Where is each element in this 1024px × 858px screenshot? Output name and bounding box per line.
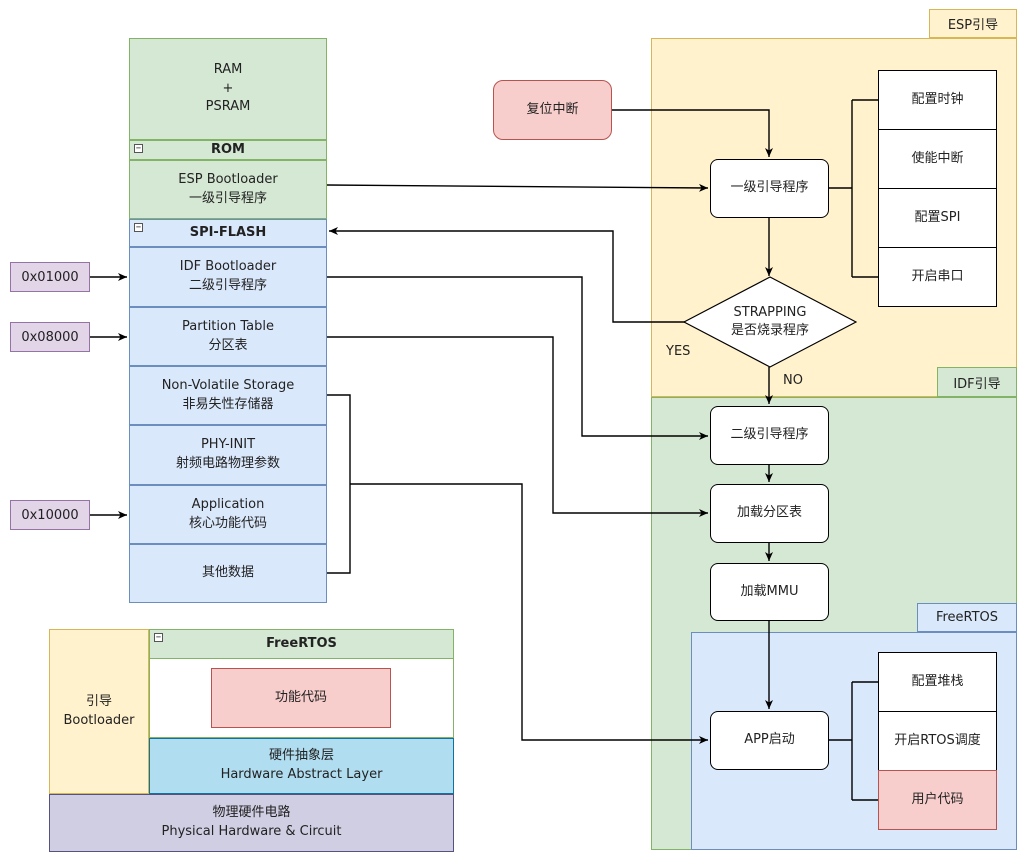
- hal-layer-title: 硬件抽象层: [268, 748, 334, 764]
- load-mmu-node: 加载MMU: [710, 563, 829, 621]
- strapping-diamond: [683, 276, 857, 368]
- address-0x10000: 0x10000: [10, 500, 90, 530]
- phy-init-title: PHY-INIT: [200, 437, 256, 453]
- strapping-text: STRAPPING 是否烧录程序: [703, 294, 837, 350]
- application-title: Application: [191, 496, 265, 512]
- esp-bootloader-subtitle: 一级引导程序: [188, 190, 267, 206]
- idf-boot-label: IDF引导: [937, 367, 1017, 397]
- phy-init-subtitle: 射频电路物理参数: [175, 456, 280, 471]
- nvs-block: Non-Volatile Storage 非易失性存储器: [129, 366, 327, 425]
- enable-int-label: 使能中断: [911, 150, 964, 166]
- load-partition-node: 加载分区表: [710, 484, 829, 543]
- freertos-region-label: FreeRTOS: [917, 603, 1017, 632]
- bracket-app-data: [327, 394, 708, 740]
- app-start-node: APP启动: [710, 711, 829, 770]
- spi-flash-header-label: SPI-FLASH: [189, 224, 267, 240]
- strapping-subtitle: 是否烧录程序: [730, 323, 809, 338]
- start-rtos-label: 开启RTOS调度: [894, 732, 981, 748]
- esp-bootloader-block: ESP Bootloader 一级引导程序: [129, 160, 327, 219]
- user-code-node: 用户代码: [878, 770, 997, 830]
- phy-init-block: PHY-INIT 射频电路物理参数: [129, 425, 327, 485]
- bootloader-layer-title: 引导: [85, 693, 112, 709]
- enable-int-node: 使能中断: [878, 129, 997, 189]
- idf-bootloader-block: IDF Bootloader 二级引导程序: [129, 247, 327, 307]
- bootloader-layer: 引导 Bootloader: [49, 629, 149, 794]
- user-code-label: 用户代码: [911, 791, 964, 807]
- nvs-subtitle: 非易失性存储器: [182, 396, 274, 412]
- bootloader-layer-subtitle: Bootloader: [63, 712, 135, 728]
- plus-label: +: [222, 80, 234, 96]
- open-uart-label: 开启串口: [911, 268, 964, 284]
- esp-boot-label: ESP引导: [929, 9, 1017, 38]
- idf-bootloader-title: IDF Bootloader: [179, 259, 277, 275]
- other-data-block: 其他数据: [129, 544, 327, 603]
- second-stage-node: 二级引导程序: [710, 406, 829, 465]
- physical-hardware-subtitle: Physical Hardware & Circuit: [161, 824, 342, 839]
- hal-layer: 硬件抽象层 Hardware Abstract Layer: [149, 738, 454, 794]
- cfg-spi-label: 配置SPI: [914, 209, 961, 225]
- esp-bootloader-title: ESP Bootloader: [178, 171, 278, 187]
- reset-interrupt-node: 复位中断: [493, 80, 612, 140]
- arrow-esp-bootloader: [326, 183, 709, 192]
- application-block: Application 核心功能代码: [129, 485, 327, 544]
- collapse-icon[interactable]: −: [154, 633, 163, 642]
- cfg-clock-label: 配置时钟: [911, 91, 964, 107]
- partition-table-subtitle: 分区表: [208, 337, 248, 353]
- nvs-title: Non-Volatile Storage: [161, 377, 295, 393]
- bracket-first-stage: [829, 99, 878, 278]
- address-0x01000: 0x01000: [10, 262, 90, 292]
- partition-table-title: Partition Table: [182, 318, 274, 334]
- cfg-stack-node: 配置堆栈: [878, 652, 997, 712]
- physical-hardware-title: 物理硬件电路: [212, 805, 291, 821]
- ram-label: RAM: [213, 61, 243, 77]
- other-data-label: 其他数据: [201, 565, 254, 581]
- address-0x08000: 0x08000: [10, 322, 90, 352]
- second-stage-label: 二级引导程序: [730, 427, 809, 443]
- first-stage-node: 一级引导程序: [710, 159, 829, 218]
- physical-hardware-layer: 物理硬件电路 Physical Hardware & Circuit: [49, 794, 454, 852]
- arrow-yes: [329, 227, 685, 323]
- arrow-reset: [612, 109, 773, 157]
- start-rtos-node: 开启RTOS调度: [878, 711, 997, 771]
- cfg-stack-label: 配置堆栈: [911, 673, 964, 689]
- no-label: NO: [783, 373, 803, 388]
- bracket-app: [829, 681, 878, 801]
- spi-flash-header: − SPI-FLASH: [129, 219, 327, 247]
- rom-header-label: ROM: [211, 141, 245, 157]
- application-subtitle: 核心功能代码: [188, 515, 267, 531]
- freertos-layer-header-label: FreeRTOS: [266, 635, 337, 651]
- yes-label: YES: [666, 344, 691, 359]
- collapse-icon[interactable]: −: [134, 144, 143, 153]
- load-mmu-label: 加载MMU: [740, 583, 799, 599]
- app-start-label: APP启动: [744, 732, 795, 748]
- open-uart-node: 开启串口: [878, 247, 997, 307]
- arrow-partition: [327, 336, 708, 517]
- reset-interrupt-label: 复位中断: [526, 101, 579, 117]
- hal-layer-subtitle: Hardware Abstract Layer: [220, 767, 383, 782]
- freertos-layer-header: − FreeRTOS: [149, 629, 454, 659]
- strapping-title: STRAPPING: [733, 305, 807, 321]
- psram-label: PSRAM: [205, 99, 251, 115]
- rom-header: − ROM: [129, 140, 327, 160]
- cfg-clock-node: 配置时钟: [878, 70, 997, 130]
- ram-psram-block: RAM + PSRAM: [129, 38, 327, 140]
- function-code-label: 功能代码: [274, 689, 327, 705]
- function-code-block: 功能代码: [211, 668, 391, 728]
- cfg-spi-node: 配置SPI: [878, 188, 997, 248]
- collapse-icon[interactable]: −: [134, 223, 143, 232]
- load-partition-label: 加载分区表: [736, 505, 802, 521]
- idf-bootloader-subtitle: 二级引导程序: [188, 278, 267, 293]
- partition-table-block: Partition Table 分区表: [129, 307, 327, 366]
- first-stage-label: 一级引导程序: [730, 180, 809, 196]
- arrow-idf-bootloader: [327, 276, 708, 440]
